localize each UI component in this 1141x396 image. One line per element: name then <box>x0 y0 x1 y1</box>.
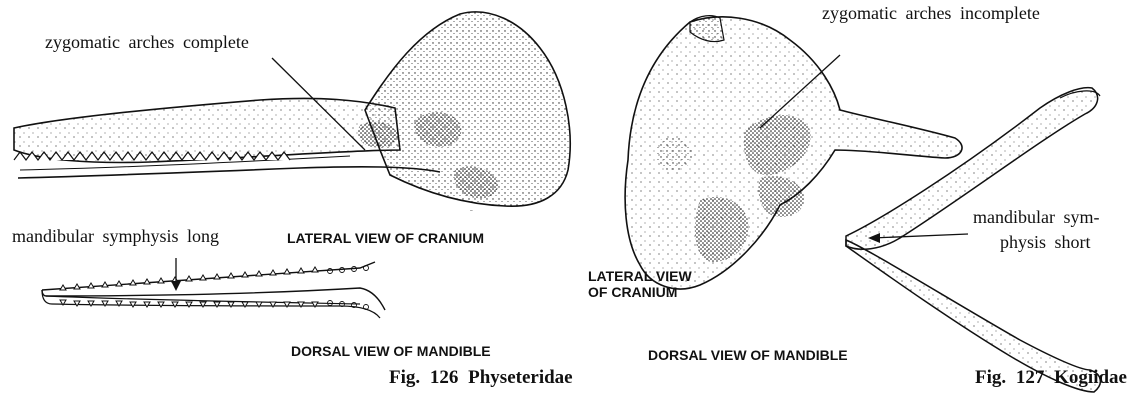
fig-127-caption: Fig. 127 Kogiidae <box>975 367 1127 389</box>
fig-126-caption: Fig. 126 Physeteridae <box>389 367 573 389</box>
symphysis-short-label-line2: physis short <box>1000 232 1091 253</box>
zygomatic-incomplete-label: zygomatic arches incomplete <box>822 3 1040 24</box>
kogiidae-cranium-drawing: ~ <box>625 16 962 300</box>
kogiidae-dorsal-view-caption: DORSAL VIEW OF MANDIBLE <box>648 347 848 363</box>
svg-text:~: ~ <box>470 209 473 214</box>
symphysis-long-label: mandibular symphysis long <box>12 226 219 247</box>
kogiidae-lateral-view-caption-line1: LATERAL VIEW <box>588 268 692 284</box>
symphysis-short-label-line1: mandibular sym- <box>973 207 1099 228</box>
kogiidae-lateral-view-caption-line2: OF CRANIUM <box>588 284 677 300</box>
physeteridae-mandible-drawing <box>42 258 385 318</box>
physeteridae-dorsal-view-caption: DORSAL VIEW OF MANDIBLE <box>291 343 491 359</box>
physeteridae-lateral-view-caption: LATERAL VIEW OF CRANIUM <box>287 230 484 246</box>
zygomatic-complete-label: zygomatic arches complete <box>45 32 249 53</box>
